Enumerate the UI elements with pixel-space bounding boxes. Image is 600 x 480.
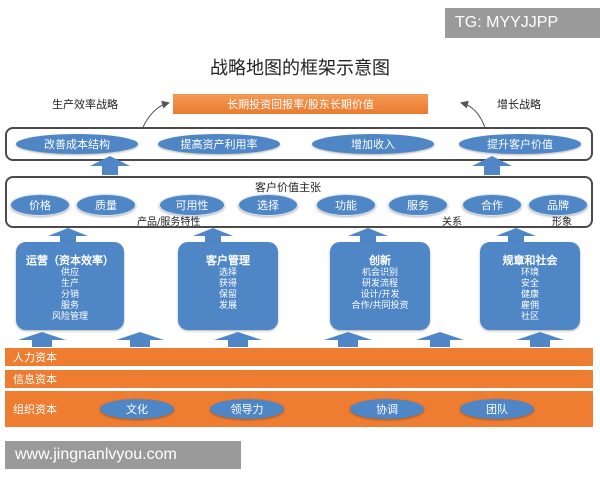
process-item: 机会识别 (361, 268, 398, 278)
customer-attribute: 服务 (388, 194, 448, 216)
process-box-innovation: 创新 机会识别 研发流程 设计/开发 合作/共同投资 (330, 242, 430, 330)
customer-value-title: 客户价值主张 (255, 181, 321, 194)
org-capital-item: 领导力 (210, 399, 284, 419)
group-label-image: 形象 (552, 217, 572, 228)
human-capital-label: 人力资本 (13, 351, 57, 364)
process-item: 环境 (520, 268, 539, 278)
group-label-product: 产品/服务特性 (137, 217, 201, 228)
process-item: 生产 (60, 279, 79, 289)
process-item: 雇佣 (520, 301, 539, 311)
information-capital-label: 信息资本 (13, 373, 57, 386)
financial-item: 改善成本结构 (16, 134, 138, 154)
growth-strategy-label: 增长战略 (497, 98, 541, 111)
customer-attribute: 功能 (316, 194, 376, 216)
goal-text: 长期投资回报率/股东长期价值 (227, 98, 374, 111)
process-item: 健康 (520, 290, 539, 300)
watermark-bottom: www.jingnanlvyou.com (5, 441, 241, 469)
up-arrow (324, 332, 372, 347)
up-arrow (516, 332, 564, 347)
process-item: 保留 (218, 290, 237, 300)
process-item: 合作/共同投资 (351, 301, 409, 311)
process-title: 创新 (369, 254, 391, 267)
process-item: 设计/开发 (360, 290, 400, 300)
org-capital-item: 文化 (100, 399, 174, 419)
process-item: 发展 (218, 301, 237, 311)
customer-attribute: 价格 (10, 194, 70, 216)
process-item: 社区 (520, 312, 539, 322)
customer-attribute: 选择 (238, 194, 298, 216)
watermark-top: TG: MYYJJPP (445, 8, 600, 38)
group-label-relationship: 关系 (442, 217, 462, 228)
process-item: 选择 (218, 268, 237, 278)
process-title: 运营（资本效率） (26, 254, 114, 267)
page-title: 战略地图的框架示意图 (210, 58, 390, 79)
process-title: 规章和社会 (502, 254, 558, 267)
human-capital-band: 人力资本 (5, 348, 593, 366)
up-arrow (116, 332, 164, 347)
process-title: 客户管理 (206, 254, 250, 267)
process-item: 服务 (60, 301, 79, 311)
up-arrow (214, 332, 262, 347)
up-arrow (416, 332, 464, 347)
financial-item: 提升客户价值 (459, 134, 581, 154)
process-item: 获得 (218, 279, 237, 289)
process-box-operations: 运营（资本效率） 供应 生产 分销 服务 风险管理 (16, 242, 124, 330)
financial-item: 增加收入 (312, 134, 434, 154)
org-capital-item: 团队 (460, 399, 534, 419)
up-arrow (48, 228, 88, 242)
information-capital-band: 信息资本 (5, 370, 593, 388)
up-arrow (193, 228, 233, 242)
process-item: 风险管理 (51, 312, 88, 322)
customer-attribute: 可用性 (159, 194, 225, 216)
org-capital-item: 协调 (350, 399, 424, 419)
process-item: 分销 (60, 290, 79, 300)
organization-capital-label: 组织资本 (13, 403, 57, 416)
financial-item: 提高资产利用率 (158, 134, 280, 154)
up-arrow (348, 228, 388, 242)
up-arrow (496, 228, 536, 242)
process-box-regulatory-social: 规章和社会 环境 安全 健康 雇佣 社区 (480, 242, 580, 330)
customer-attribute: 合作 (462, 194, 522, 216)
goal-bar: 长期投资回报率/股东长期价值 (173, 94, 428, 114)
process-item: 安全 (520, 279, 539, 289)
process-item: 供应 (60, 268, 79, 278)
productivity-strategy-label: 生产效率战略 (52, 98, 118, 111)
process-item: 研发流程 (361, 279, 398, 289)
up-arrow (18, 332, 66, 347)
customer-attribute: 质量 (76, 194, 136, 216)
process-box-customer-management: 客户管理 选择 获得 保留 发展 (178, 242, 278, 330)
customer-attribute: 品牌 (528, 194, 588, 216)
